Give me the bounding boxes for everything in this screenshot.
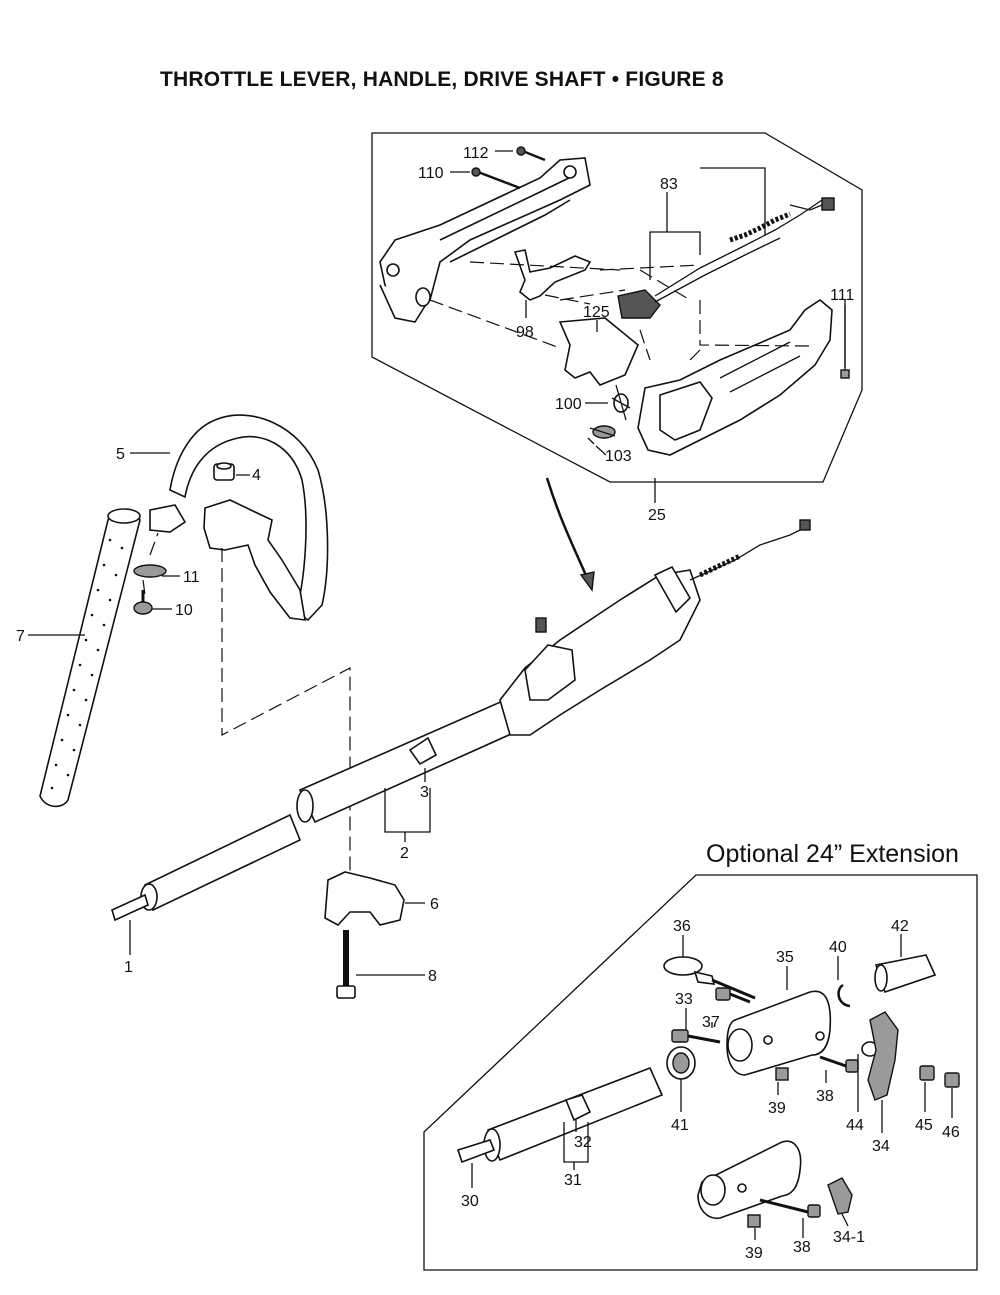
callout-110: 110 [418,165,444,182]
callout-6: 6 [430,896,439,913]
callout-35: 35 [776,949,794,966]
callout-34: 34 [872,1138,890,1155]
throttle-housing-half [379,157,591,323]
callout-37: 37 [702,1014,720,1031]
bearing-41 [666,1046,696,1080]
extension-frame [423,874,978,1271]
callout-8: 8 [428,968,437,985]
callout-40: 40 [829,939,847,956]
spring-100 [611,384,631,421]
callout-11: 11 [183,569,200,586]
figure-title: THROTTLE LEVER, HANDLE, DRIVE SHAFT • FI… [160,68,724,91]
drive-tube-2 [298,698,522,824]
assembly-arrow [545,477,590,581]
nut-39b [747,1214,761,1228]
callout-32: 32 [574,1134,592,1151]
callout-125: 125 [583,304,610,321]
screw-37 [715,987,751,1004]
callout-45: 45 [915,1117,933,1134]
screw-10 [133,590,153,615]
callout-25: 25 [648,507,666,524]
callout-38-a: 38 [816,1088,834,1105]
housing-35 [726,990,832,1076]
callout-33: 33 [675,991,693,1008]
nut-39a [775,1067,789,1081]
callout-98: 98 [516,324,534,341]
trigger-125 [558,317,639,386]
callout-labels: 112 110 83 111 125 98 100 103 25 5 4 11 … [16,145,960,1262]
callout-112: 112 [463,145,489,162]
shaft-30 [456,1139,496,1164]
stop-switch-83 [617,197,835,319]
callout-2: 2 [400,845,409,862]
eyebolt-36 [663,956,756,1000]
circlip-40 [837,983,851,1008]
extension-title: Optional 24” Extension [706,840,959,868]
callout-100: 100 [555,396,582,413]
drive-shaft-1 [144,813,302,912]
callout-39-b: 39 [745,1245,763,1262]
screw-112 [516,146,546,162]
handle-bracket [203,499,306,621]
callout-7: 7 [16,628,25,645]
lower-housing [697,1140,802,1220]
nut-46 [944,1072,960,1088]
clamp-32 [564,1094,592,1122]
callout-5: 5 [116,446,125,463]
screw-33 [671,1029,721,1044]
grip-7 [39,510,141,808]
callout-46: 46 [942,1124,960,1141]
handle-half-right [637,299,833,456]
callout-39-a: 39 [768,1100,786,1117]
grip-texture [50,538,124,790]
callout-44: 44 [846,1117,864,1134]
callout-34-1: 34-1 [833,1229,865,1246]
callout-41: 41 [671,1117,689,1134]
screw-110 [471,167,521,190]
callout-36: 36 [673,918,691,935]
callout-30: 30 [461,1193,479,1210]
callout-42: 42 [891,918,909,935]
callout-38-b: 38 [793,1239,811,1256]
clamp-3 [408,736,438,766]
plate-103 [589,425,616,439]
knob-34-1 [827,1177,853,1215]
callout-111: 111 [830,287,854,304]
callout-3: 3 [420,784,429,801]
callout-4: 4 [252,467,261,484]
cover-42 [874,954,937,994]
knob-34 [867,1011,899,1101]
callout-1: 1 [124,959,133,976]
screw-38a [819,1055,859,1073]
main-throttle-assembly [499,519,811,736]
loop-handle-5 [169,414,329,622]
inset-frame [371,132,863,483]
callout-83: 83 [660,176,678,193]
screw-38b [759,1198,821,1218]
nut-45 [919,1065,935,1081]
callout-31: 31 [564,1172,582,1189]
callout-10: 10 [175,602,193,619]
clamp-6 [324,871,405,926]
nut-4 [213,462,235,481]
bolt-8 [336,930,356,999]
nut-111 [840,369,850,379]
throttle-lever-98 [513,249,592,301]
callout-103: 103 [605,448,632,465]
washer-11 [133,564,167,578]
